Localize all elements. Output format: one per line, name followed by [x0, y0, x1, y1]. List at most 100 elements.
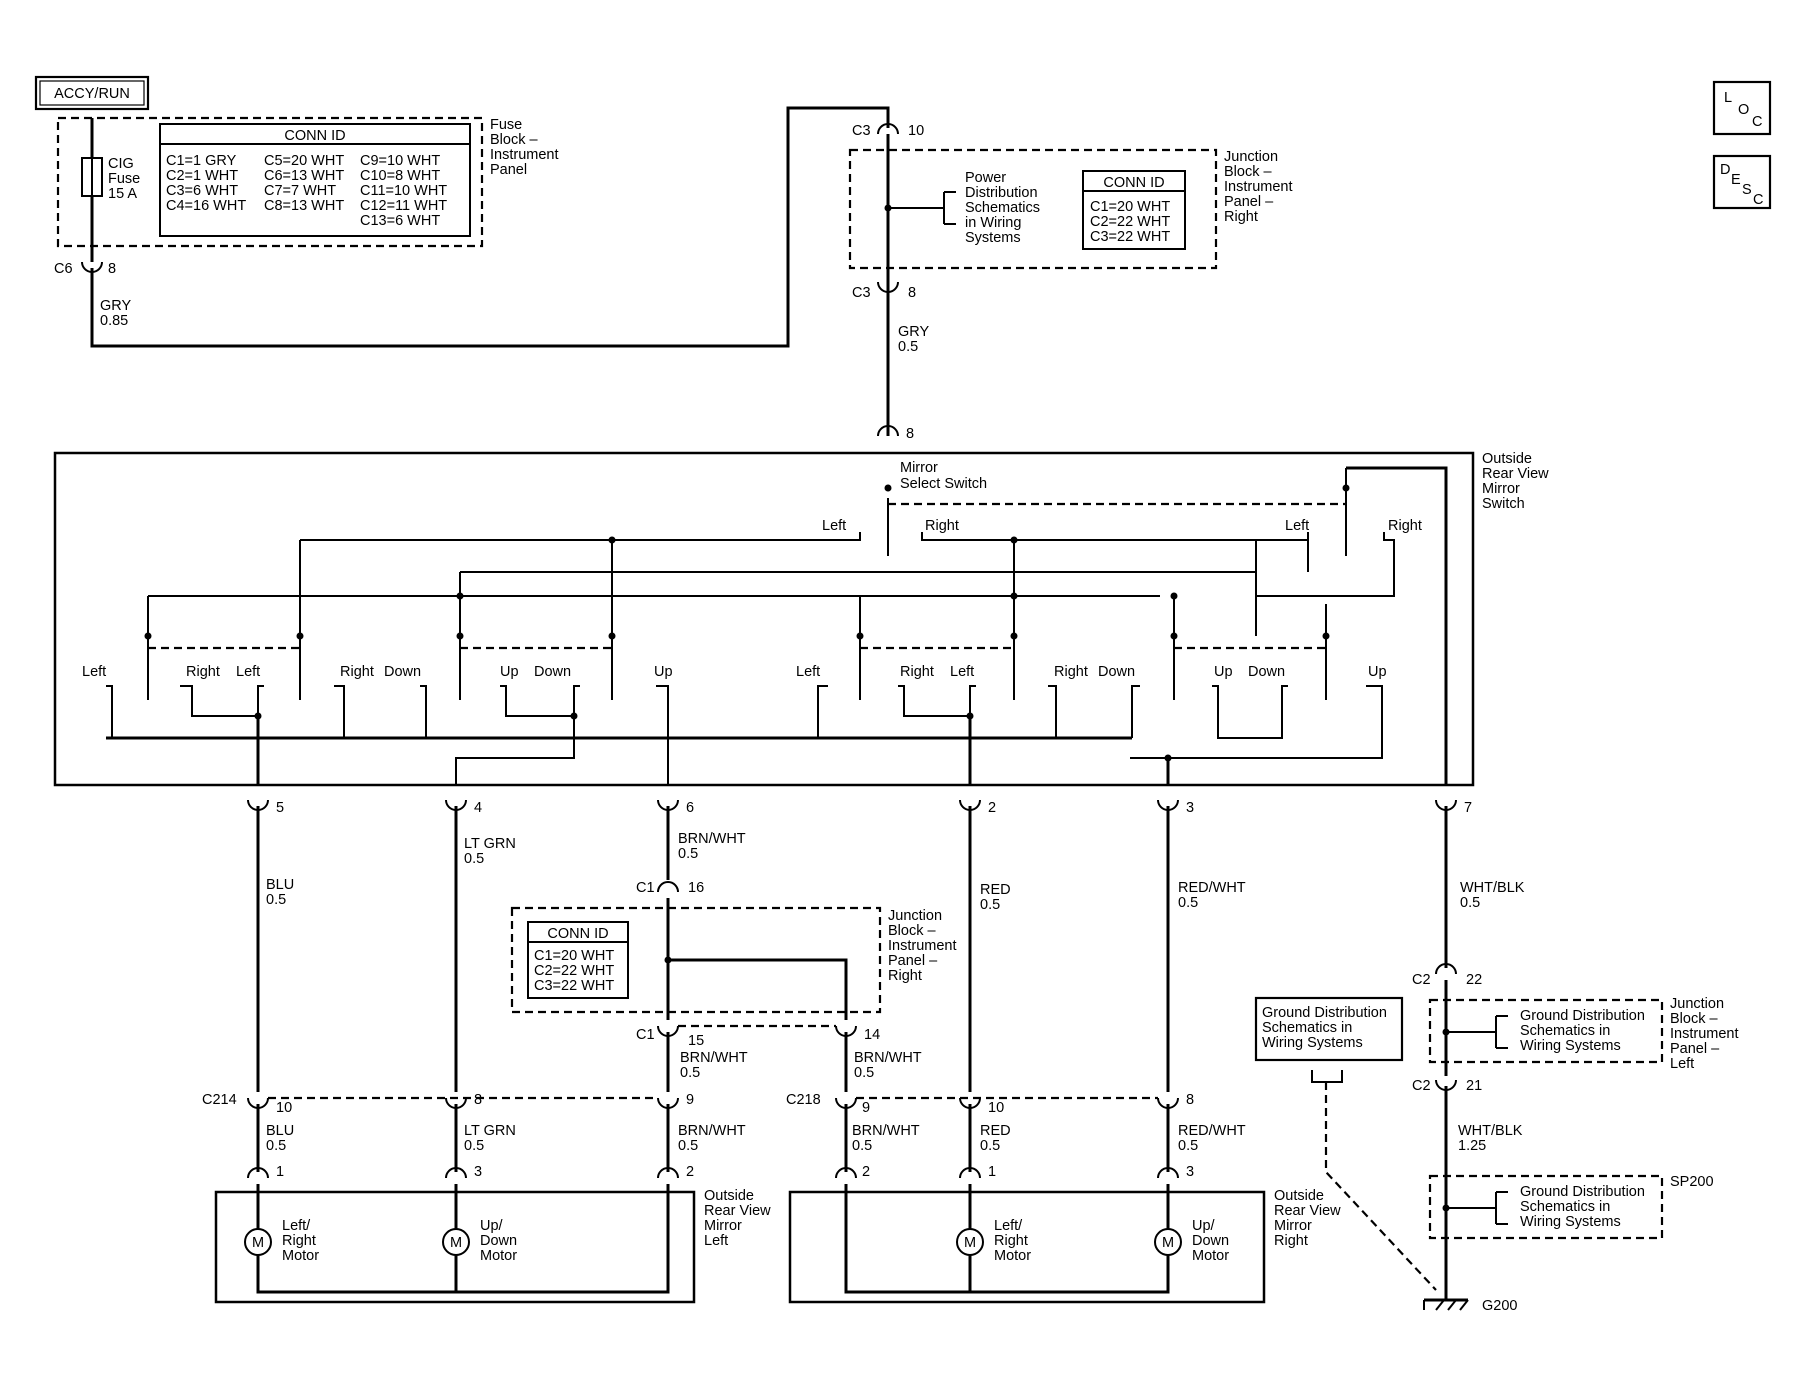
svg-text:0.5: 0.5	[898, 339, 918, 355]
wire-label-gry-05: GRY 0.5	[898, 324, 929, 355]
svg-text:9: 9	[686, 1092, 694, 1108]
svg-text:Wiring Systems: Wiring Systems	[1520, 1038, 1621, 1054]
fuse-name: CIG Fuse 15 A	[108, 156, 140, 202]
svg-text:22: 22	[1466, 972, 1482, 988]
svg-text:RED: RED	[980, 882, 1011, 898]
svg-text:C2: C2	[1412, 1078, 1431, 1094]
svg-text:0.5: 0.5	[852, 1138, 872, 1154]
svg-text:Right: Right	[1054, 664, 1088, 680]
mirror-switch-label: Outside Rear View Mirror Switch	[1482, 451, 1549, 512]
svg-text:1: 1	[276, 1164, 284, 1180]
svg-text:Right: Right	[1388, 518, 1422, 534]
svg-text:C3: C3	[852, 123, 871, 139]
svg-text:4: 4	[474, 800, 482, 816]
svg-text:CIG: CIG	[108, 156, 134, 172]
svg-text:C13=6 WHT: C13=6 WHT	[360, 213, 440, 229]
svg-text:Outside: Outside	[1482, 451, 1532, 467]
connector-c3-8: C3 8	[852, 281, 916, 301]
loc-icon[interactable]: L O C	[1712, 80, 1772, 136]
svg-text:Right: Right	[1274, 1233, 1308, 1249]
svg-text:0.5: 0.5	[678, 846, 698, 862]
svg-text:C7=7 WHT: C7=7 WHT	[264, 183, 336, 199]
wire-label-gry-085: GRY 0.85	[100, 298, 131, 329]
svg-text:7: 7	[1464, 800, 1472, 816]
svg-text:Junction: Junction	[1224, 149, 1278, 165]
svg-text:Motor: Motor	[1192, 1248, 1229, 1264]
svg-text:Left: Left	[82, 664, 106, 680]
svg-text:0.5: 0.5	[464, 1138, 484, 1154]
svg-text:BRN/WHT: BRN/WHT	[852, 1123, 920, 1139]
svg-text:BRN/WHT: BRN/WHT	[680, 1050, 748, 1066]
svg-text:0.5: 0.5	[980, 897, 1000, 913]
svg-text:C218: C218	[786, 1092, 821, 1108]
svg-text:C10=8 WHT: C10=8 WHT	[360, 168, 440, 184]
fuse-conn-id-table: CONN ID C1=1 GRY C2=1 WHT C3=6 WHT C4=16…	[159, 123, 471, 237]
svg-text:BLU: BLU	[266, 877, 294, 893]
svg-text:1.25: 1.25	[1458, 1138, 1486, 1154]
svg-text:6: 6	[686, 800, 694, 816]
svg-text:10: 10	[908, 123, 924, 139]
svg-text:Left: Left	[1670, 1056, 1694, 1072]
jb-right-mid-conn-id-table: CONN ID C1=20 WHT C2=22 WHT C3=22 WHT	[527, 921, 629, 999]
jb-mid-wiring	[666, 898, 848, 1020]
jb-left-label: Junction Block – Instrument Panel – Left	[1670, 996, 1739, 1072]
svg-text:C: C	[1752, 114, 1762, 130]
svg-text:Right: Right	[186, 664, 220, 680]
svg-text:0.5: 0.5	[678, 1138, 698, 1154]
svg-text:Up: Up	[1368, 664, 1387, 680]
svg-text:Down: Down	[480, 1233, 517, 1249]
svg-text:C11=10 WHT: C11=10 WHT	[360, 183, 447, 199]
svg-text:C3=22 WHT: C3=22 WHT	[1090, 229, 1170, 245]
svg-text:RED: RED	[980, 1123, 1011, 1139]
svg-text:Left: Left	[822, 518, 846, 534]
svg-text:C1=1 GRY: C1=1 GRY	[166, 153, 237, 169]
svg-text:Left: Left	[796, 664, 820, 680]
svg-text:8: 8	[474, 1092, 482, 1108]
svg-text:Left: Left	[236, 664, 260, 680]
motor-icon	[442, 1228, 470, 1256]
svg-text:Left: Left	[1285, 518, 1309, 534]
power-label: ACCY/RUN	[54, 86, 130, 102]
desc-icon[interactable]: D E S C	[1712, 154, 1772, 210]
motor-icon	[244, 1228, 272, 1256]
motor-icon	[1154, 1228, 1182, 1256]
svg-text:2: 2	[988, 800, 996, 816]
svg-text:Panel –: Panel –	[1224, 194, 1274, 210]
svg-text:Instrument: Instrument	[1670, 1026, 1739, 1042]
svg-text:Schematics: Schematics	[965, 200, 1040, 216]
svg-text:C2=1 WHT: C2=1 WHT	[166, 168, 238, 184]
svg-text:Schematics in: Schematics in	[1262, 1020, 1352, 1036]
svg-text:Left/: Left/	[994, 1218, 1023, 1234]
svg-text:Down: Down	[1248, 664, 1285, 680]
svg-text:Motor: Motor	[282, 1248, 319, 1264]
svg-text:Up: Up	[654, 664, 673, 680]
svg-text:S: S	[1742, 182, 1752, 198]
svg-text:C6: C6	[54, 261, 73, 277]
svg-text:Motor: Motor	[480, 1248, 517, 1264]
svg-text:Switch: Switch	[1482, 496, 1525, 512]
svg-text:8: 8	[906, 426, 914, 442]
svg-text:M: M	[450, 1235, 462, 1251]
svg-text:Right: Right	[1224, 209, 1258, 225]
ground-icon: G200	[1423, 1298, 1517, 1314]
svg-text:Wiring Systems: Wiring Systems	[1262, 1035, 1363, 1051]
svg-text:CONN ID: CONN ID	[1103, 175, 1164, 191]
svg-text:Motor: Motor	[994, 1248, 1031, 1264]
svg-text:Up: Up	[1214, 664, 1233, 680]
switch-output-wires	[256, 806, 1448, 1092]
svg-text:2: 2	[686, 1164, 694, 1180]
svg-text:Mirror: Mirror	[900, 460, 938, 476]
svg-text:Down: Down	[384, 664, 421, 680]
svg-text:Right: Right	[888, 968, 922, 984]
svg-text:Block –: Block –	[1224, 164, 1272, 180]
power-source: ACCY/RUN	[34, 75, 150, 111]
svg-text:Block –: Block –	[490, 132, 538, 148]
svg-text:BRN/WHT: BRN/WHT	[678, 1123, 746, 1139]
svg-text:CONN ID: CONN ID	[284, 128, 345, 144]
connector-switch-8: 8	[877, 425, 914, 442]
svg-text:Block –: Block –	[888, 923, 936, 939]
junction-block-left-outline	[1428, 998, 1664, 1064]
